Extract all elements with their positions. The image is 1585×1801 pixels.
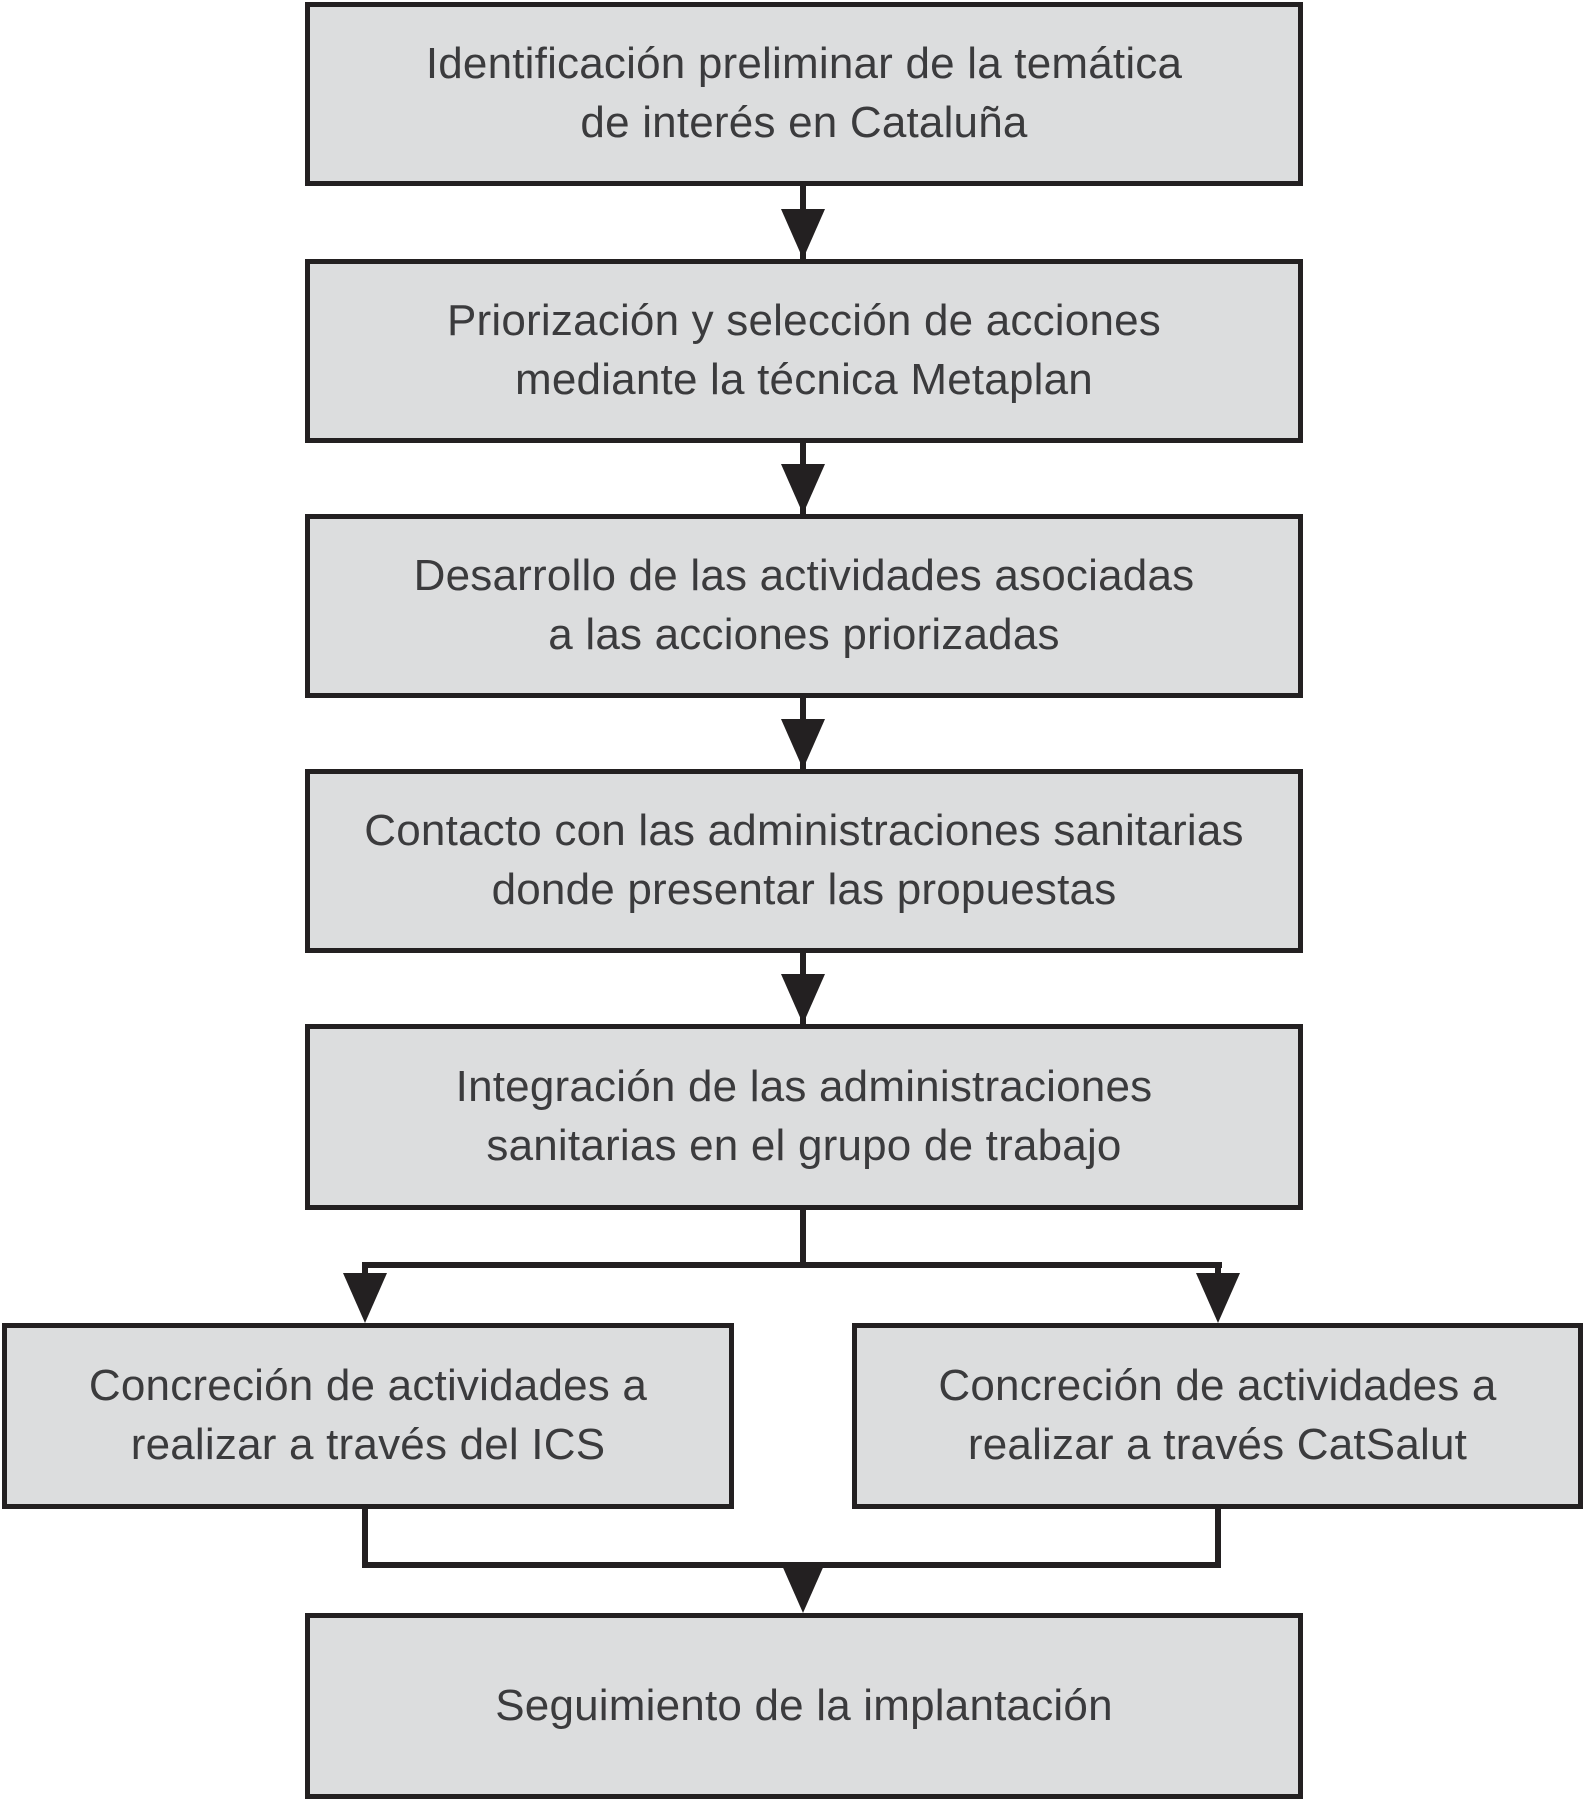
flow-branch-ics: Concreción de actividades a realizar a t… [2,1323,734,1509]
flow-step-text: Identificación preliminar de la temática [425,39,1183,89]
flow-step-text: realizar a través CatSalut [967,1420,1468,1469]
flow-step-identificacion: Identificación preliminar de la temática… [305,2,1303,186]
flow-step-text: Contacto con las administraciones sanita… [364,806,1244,856]
flow-step-text: Desarrollo de las actividades asociadas [413,551,1195,601]
arrow-down-icon [781,974,825,1024]
flow-step-integracion: Integración de las administraciones sani… [305,1024,1303,1210]
flow-step-text: Concreción de actividades a [88,1361,648,1411]
flow-step-text: Seguimiento de la implantación [495,1680,1113,1730]
arrow-down-icon [1196,1273,1240,1323]
flow-step-text: a las acciones priorizadas [548,610,1060,659]
arrow-down-icon [781,719,825,769]
flow-step-text: sanitarias en el grupo de trabajo [486,1121,1122,1170]
flow-step-text: de interés en Cataluña [580,98,1028,147]
connector-line [362,1509,368,1568]
flow-step-text: realizar a través del ICS [130,1420,606,1469]
flow-step-text: Integración de las administraciones [455,1062,1153,1112]
flow-step-text: Concreción de actividades a [938,1361,1497,1411]
arrow-down-icon [343,1273,387,1323]
flow-step-priorizacion: Priorización y selección de acciones med… [305,259,1303,443]
flow-step-contacto: Contacto con las administraciones sanita… [305,769,1303,953]
flow-step-text: mediante la técnica Metaplan [515,355,1093,404]
connector-split-bar [362,1262,1222,1268]
flow-step-text: donde presentar las propuestas [491,865,1117,914]
connector-line [1215,1509,1221,1568]
arrow-down-icon [781,464,825,514]
flow-branch-catsalut: Concreción de actividades a realizar a t… [852,1323,1583,1509]
connector-line [800,1210,806,1267]
flow-step-text: Priorización y selección de acciones [447,296,1161,346]
arrow-down-icon [781,209,825,259]
flow-step-seguimiento: Seguimiento de la implantación [305,1613,1303,1799]
flow-step-desarrollo: Desarrollo de las actividades asociadas … [305,514,1303,698]
arrow-down-icon [781,1563,825,1613]
